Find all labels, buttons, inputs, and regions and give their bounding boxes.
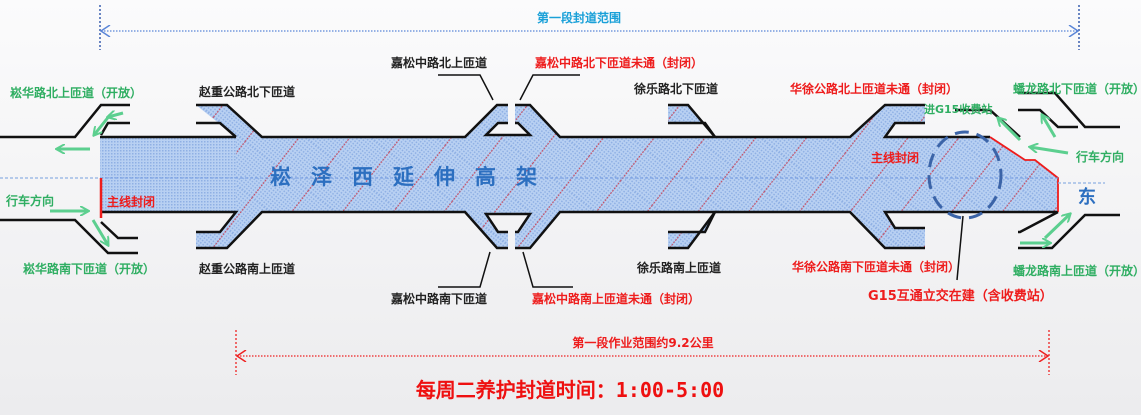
viaduct-title: 崧 泽 西 延 伸 高 架	[270, 165, 537, 189]
songhua-north-ramp-inner	[99, 121, 130, 136]
panlong-south-arrow-b	[1043, 214, 1070, 240]
jiasong-south-up-ramp-label: 嘉松中路南上匝道未通（封闭）	[531, 291, 700, 306]
leader-lines	[438, 74, 964, 288]
huaxu-north-ramp-label: 华徐公路北上匝道未通（封闭）	[790, 81, 958, 96]
zhaozhong-south-ramp-label: 赵重公路南上匝道	[198, 261, 295, 276]
panlong-north-ramp-label: 蟠龙路北下匝道（开放）	[1013, 81, 1141, 96]
bottom-range-indicator: 第一段作业范围约9.2公里	[235, 330, 1050, 375]
viaduct-outlines	[100, 103, 1058, 250]
east-section	[100, 91, 1120, 250]
viaduct-title-char: 崧	[270, 165, 291, 189]
east-mainline-closed-label: 主线封闭	[871, 150, 919, 165]
panlong-south-ramp-label: 蟠龙路南上匝道（开放）	[1013, 263, 1141, 278]
g15-interchange-marker	[927, 130, 1003, 220]
top-range-indicator: 第一段封道范围	[99, 5, 1080, 50]
viaduct-title-char: 架	[516, 165, 537, 189]
songhua-north-ramp-label: 崧华路北上匝道（开放）	[10, 85, 142, 100]
xule-south-ramp-label: 徐乐路南上匝道	[636, 260, 721, 275]
viaduct-title-char: 泽	[311, 165, 332, 189]
jiasong-north-down-ramp-label: 嘉松中路北下匝道未通（封闭）	[534, 55, 703, 70]
panlong-north-arrow	[1042, 115, 1057, 138]
huaxu-south-ramp-label: 华徐公路南下匝道未通（封闭）	[792, 259, 960, 274]
songhua-north-ramp-outer	[0, 103, 130, 139]
panlong-north-ramp-outer	[1018, 91, 1120, 129]
traffic-arrows	[50, 113, 1070, 245]
west-closure-zone	[100, 137, 236, 212]
viaduct-title-char: 伸	[433, 165, 455, 189]
closed-mainline-body	[100, 105, 1058, 248]
viaduct-title-char: 高	[475, 165, 496, 189]
g15-toll-label: 进G15收费站	[924, 102, 992, 116]
maintenance-schedule: 每周二养护封道时间：1:00-5:00	[416, 378, 724, 402]
west-direction-label: 行车方向	[5, 193, 54, 208]
songhua-south-ramp-inner	[100, 221, 138, 240]
east-closure-edge	[989, 136, 1059, 212]
g15-interchange-label: G15互通立交在建（含收费站）	[868, 288, 1053, 304]
songhua-south-arrow	[91, 219, 108, 245]
west-mainline-closed-label: 主线封闭	[107, 194, 155, 209]
xule-north-ramp-label: 徐乐路北下匝道	[633, 81, 718, 96]
g15-toll-arrow	[998, 118, 1022, 142]
songhua-south-ramp-outer	[0, 218, 138, 255]
viaduct-title-char: 西	[352, 165, 373, 189]
songhua-south-ramp-label: 崧华路南下匝道（开放）	[23, 261, 155, 276]
jiasong-north-up-ramp-label: 嘉松中路北上匝道	[390, 55, 487, 70]
east-label: 东	[1078, 186, 1096, 208]
zhaozhong-north-ramp-label: 赵重公路北下匝道	[198, 84, 295, 99]
jiasong-south-down-ramp-label: 嘉松中路南下匝道	[390, 291, 487, 306]
west-open-section	[0, 103, 138, 255]
east-direction-label: 行车方向	[1075, 149, 1124, 164]
east-westbound-arrow	[1030, 147, 1069, 155]
panlong-south-ramp-outer	[1018, 213, 1120, 250]
top-range-label: 第一段封道范围	[537, 10, 621, 25]
songhua-north-arrow-b	[94, 114, 112, 135]
viaduct-title-char: 延	[392, 165, 415, 189]
bottom-range-label: 第一段作业范围约9.2公里	[572, 335, 713, 350]
